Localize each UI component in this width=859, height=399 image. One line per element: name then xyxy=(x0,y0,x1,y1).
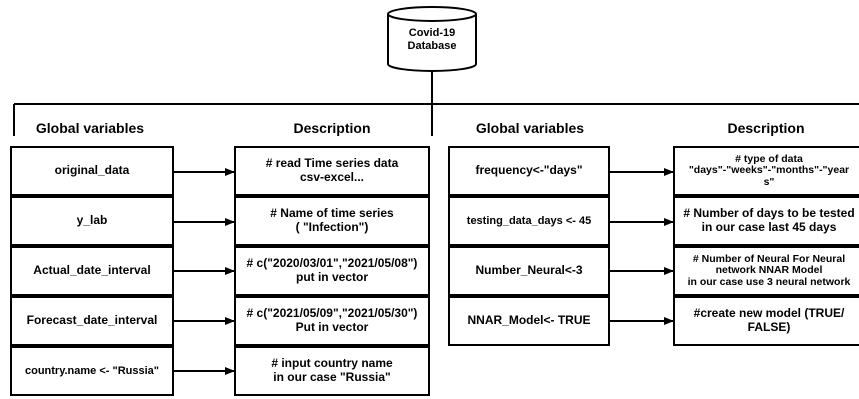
desc-box-original-data: # read Time series data csv-excel... xyxy=(234,146,430,196)
desc-line: #create new model (TRUE/ xyxy=(693,306,845,321)
header-left-global-variables: Global variables xyxy=(35,120,145,136)
desc-box-frequency: # type of data "days"-"weeks"-"months"-"… xyxy=(673,146,859,196)
desc-line: in our case use 3 neural network xyxy=(687,275,851,288)
desc-line: Put in vector xyxy=(295,320,369,334)
var-box-original-data: original_data xyxy=(10,146,174,196)
desc-line: # Name of time series xyxy=(270,206,394,221)
var-label: Actual_date_interval xyxy=(33,263,151,278)
desc-line: # Number of Neural For Neural xyxy=(692,252,846,265)
desc-box-number-neural: # Number of Neural For Neural network NN… xyxy=(673,246,859,296)
desc-line: # c("2020/03/01","2021/05/08") xyxy=(246,256,418,271)
desc-line: # read Time series data xyxy=(265,156,399,171)
var-label: Number_Neural<-3 xyxy=(475,263,583,278)
desc-line: "days"-"weeks"-"months"-"year xyxy=(688,164,850,177)
header-right-description: Description xyxy=(727,120,805,136)
database-label-line1: Covid-19 xyxy=(408,27,456,39)
var-box-forecast-date-interval: Forecast_date_interval xyxy=(10,296,174,346)
desc-line: # c("2021/05/09","2021/05/30") xyxy=(246,306,418,321)
var-label: testing_data_days <- 45 xyxy=(466,214,592,227)
desc-box-actual-date-interval: # c("2020/03/01","2021/05/08") put in ve… xyxy=(234,246,430,296)
desc-line: ( "Infection") xyxy=(295,220,369,234)
var-box-actual-date-interval: Actual_date_interval xyxy=(10,246,174,296)
desc-box-forecast-date-interval: # c("2021/05/09","2021/05/30") Put in ve… xyxy=(234,296,430,346)
var-label: original_data xyxy=(54,163,130,178)
desc-line: # Number of days to be tested xyxy=(683,206,855,221)
var-label: frequency<-"days" xyxy=(475,163,583,178)
desc-line: network NNAR Model xyxy=(715,264,823,277)
desc-line: in our case last 45 days xyxy=(701,220,837,234)
desc-line: # type of data xyxy=(735,152,803,165)
database-label: Covid-19 Database xyxy=(388,27,476,53)
var-label: country.name <- "Russia" xyxy=(24,364,159,377)
var-box-country-name: country.name <- "Russia" xyxy=(10,346,174,396)
desc-line: FALSE) xyxy=(747,320,791,334)
desc-line: s" xyxy=(763,175,775,188)
desc-line: put in vector xyxy=(295,270,368,284)
header-right-global-variables: Global variables xyxy=(475,120,585,136)
var-label: y_lab xyxy=(76,213,108,228)
desc-line: # input country name xyxy=(271,356,393,371)
desc-line: csv-excel... xyxy=(299,170,365,184)
var-box-number-neural: Number_Neural<-3 xyxy=(448,246,610,296)
desc-box-testing-data-days: # Number of days to be tested in our cas… xyxy=(673,196,859,246)
desc-box-nnar-model: #create new model (TRUE/ FALSE) xyxy=(673,296,859,346)
var-box-y-lab: y_lab xyxy=(10,196,174,246)
desc-box-y-lab: # Name of time series ( "Infection") xyxy=(234,196,430,246)
var-label: NNAR_Model<- TRUE xyxy=(467,313,591,328)
var-box-nnar-model: NNAR_Model<- TRUE xyxy=(448,296,610,346)
desc-line: in our case "Russia" xyxy=(273,370,391,384)
desc-box-country-name: # input country name in our case "Russia… xyxy=(234,346,430,396)
database-label-line2: Database xyxy=(407,40,457,53)
var-box-testing-data-days: testing_data_days <- 45 xyxy=(448,196,610,246)
header-left-description: Description xyxy=(293,120,371,136)
var-label: Forecast_date_interval xyxy=(26,313,158,328)
var-box-frequency: frequency<-"days" xyxy=(448,146,610,196)
